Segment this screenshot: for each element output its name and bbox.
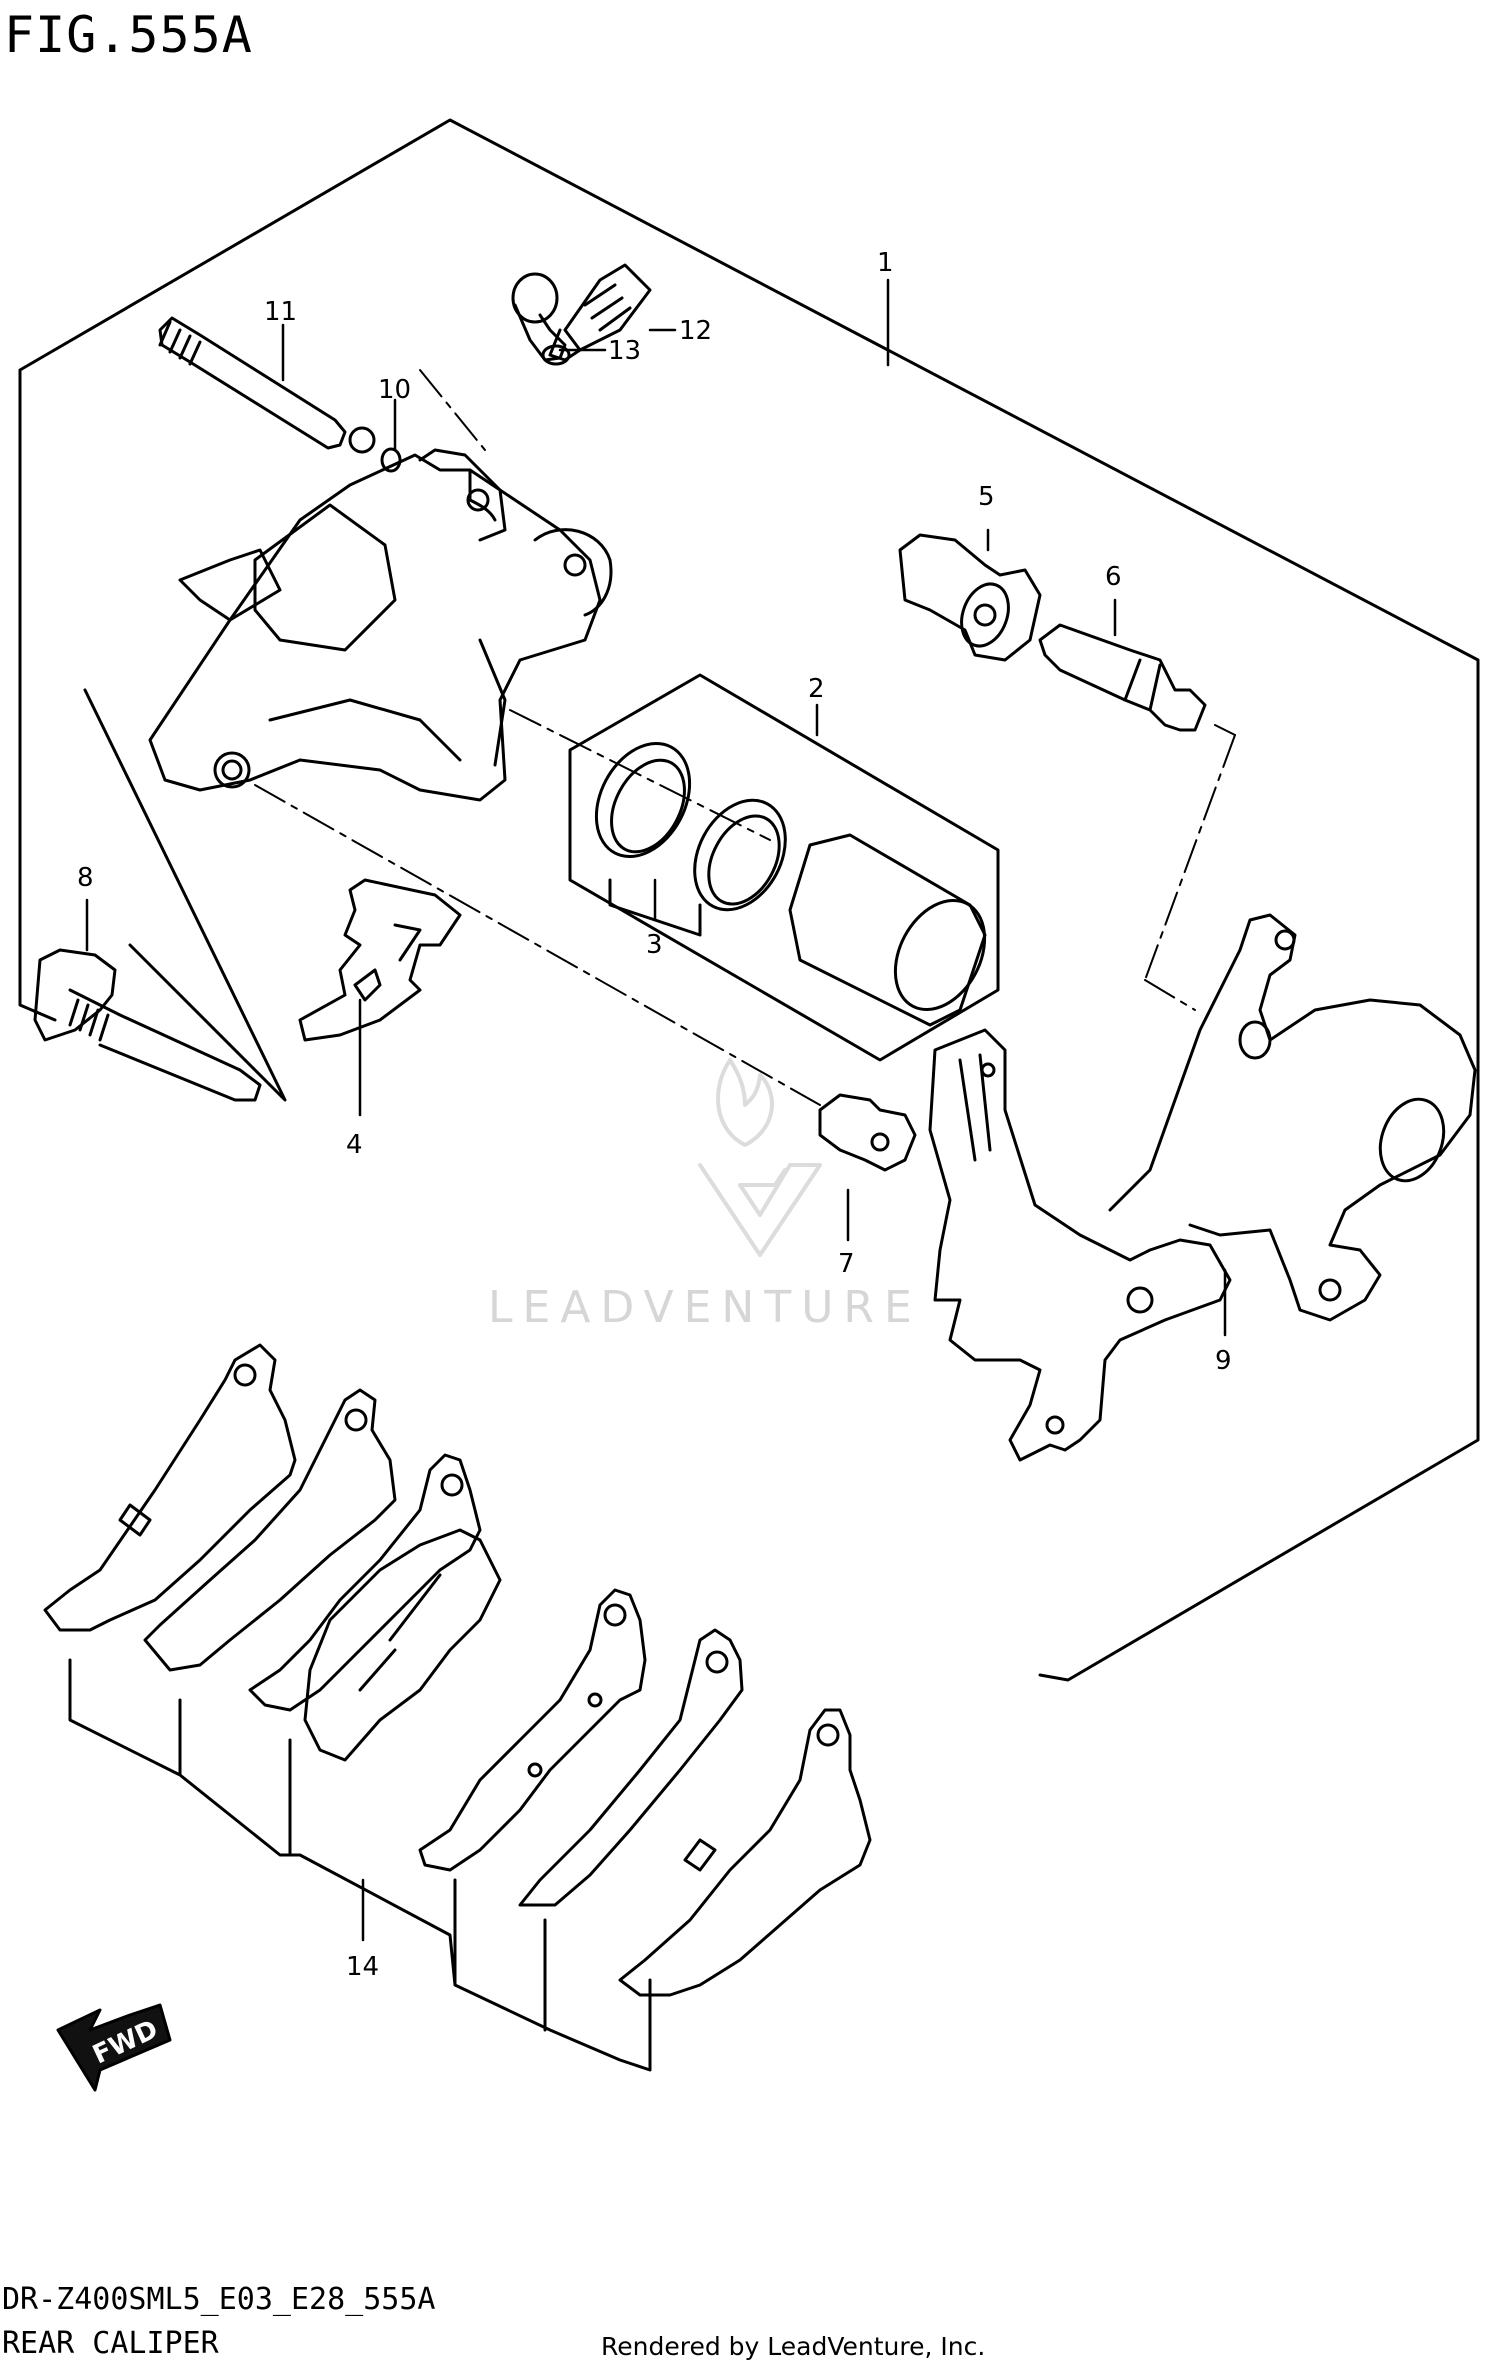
callout-10: 10	[378, 375, 411, 405]
rendered-by-credit: Rendered by LeadVenture, Inc.	[601, 2332, 986, 2361]
brake-pads-part	[43, 1343, 872, 2072]
callout-5: 5	[978, 482, 995, 512]
bleeder-cap-part	[511, 272, 571, 366]
callout-4: 4	[346, 1130, 363, 1160]
callout-7: 7	[838, 1249, 855, 1279]
callout-6: 6	[1105, 562, 1122, 592]
caliper-bracket-part	[928, 913, 1477, 1462]
fwd-direction-arrow: FWD	[56, 2003, 172, 2092]
pad-spring-part	[298, 878, 462, 1042]
section-name: REAR CALIPER	[2, 2326, 219, 2361]
assembly-outline	[18, 118, 1480, 1682]
boot-small-part	[818, 1093, 917, 1172]
boot-part	[898, 533, 1042, 662]
callout-11: 11	[264, 297, 297, 327]
callout-12: 12	[679, 316, 712, 346]
mounting-bolt-part	[33, 948, 262, 1102]
pad-pin-part	[158, 316, 376, 454]
callout-1: 1	[877, 248, 894, 278]
bolt-guide-line	[83, 688, 287, 1102]
callout-13: 13	[608, 336, 641, 366]
watermark-text: LEADVENTURE	[488, 1282, 922, 1333]
callout-8: 8	[77, 863, 94, 893]
slide-pin-part	[1038, 623, 1207, 732]
callout-3: 3	[646, 930, 663, 960]
model-code: DR-Z400SML5_E03_E28_555A	[2, 2282, 436, 2317]
callout-14: 14	[346, 1952, 379, 1982]
caliper-body	[148, 448, 613, 802]
callout-leaders	[85, 278, 1227, 1942]
callout-2: 2	[808, 674, 825, 704]
figure-title: FIG.555A	[4, 6, 253, 64]
callout-9: 9	[1215, 1346, 1232, 1376]
o-ring-part	[380, 447, 402, 473]
leadventure-watermark: LEADVENTURE	[488, 1058, 922, 1333]
assembly-centre-lines	[254, 369, 1236, 1106]
piston-set-part	[568, 673, 1000, 1062]
callout-labels: 1 2 3 4 5 6 7 8 9 10 11 12 13 14	[77, 248, 1232, 1982]
